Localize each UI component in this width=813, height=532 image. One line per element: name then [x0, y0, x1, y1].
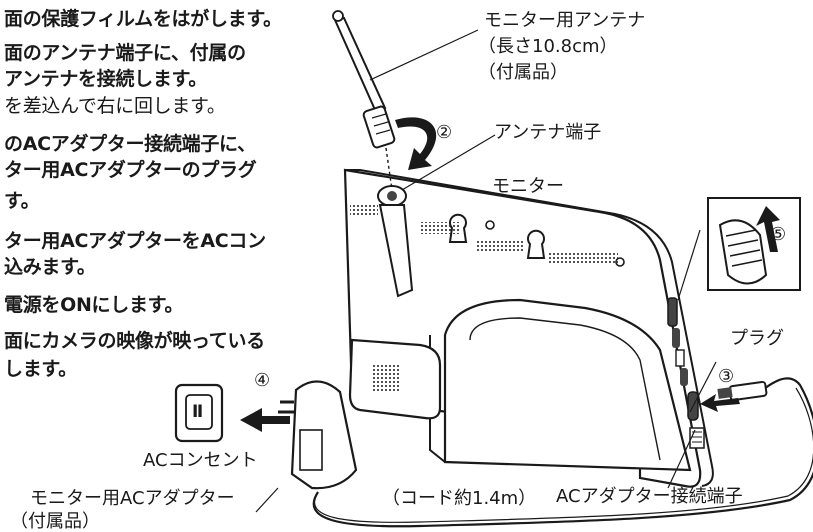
antenna-included-label: （付属品） [478, 62, 568, 83]
plug-label: プラグ [730, 328, 784, 349]
instruction-line-8: ター用ACアダプターをACコン [4, 230, 266, 252]
antenna-length-label: （長さ10.8cm） [478, 36, 618, 57]
adapter-terminal-label: ACアダプター接続端子 [556, 486, 743, 507]
instruction-line-11: 面にカメラの映像が映っている [4, 330, 265, 352]
instruction-line-2: 面のアンテナ端子に、付属の [4, 42, 246, 64]
instruction-line-1: 面の保護フィルムをはがします。 [4, 8, 282, 30]
instruction-line-12: します。 [4, 358, 77, 380]
instruction-line-9: 込みます。 [4, 256, 96, 278]
instruction-line-7: す。 [4, 190, 40, 212]
leader-lines [255, 29, 717, 513]
instruction-line-3: アンテナを接続します。 [4, 68, 208, 90]
curved-arrow-icon [395, 117, 437, 170]
adapter-included-label: （付属品） [10, 511, 100, 532]
instruction-line-4: を差込んで右に回します。 [4, 95, 226, 117]
switch-detail [707, 197, 801, 291]
ac-outlet-label: ACコンセント [143, 450, 258, 471]
instruction-line-10: 電源をONにします。 [4, 294, 184, 316]
antenna-terminal-label: アンテナ端子 [494, 122, 602, 143]
cord-length-label: （コード約1.4m） [382, 488, 537, 509]
ac-outlet [174, 383, 224, 443]
outlet-slots-mark: Ⅱ [192, 402, 204, 422]
monitor-label: モニター [492, 176, 564, 197]
instruction-line-5: のACアダプター接続端子に、 [4, 133, 256, 155]
speaker-box [348, 338, 442, 420]
antenna-name-label: モニター用アンテナ [484, 10, 646, 31]
step-3-marker: ③ [718, 366, 735, 387]
step-2-marker: ② [436, 122, 453, 143]
step-4-marker: ④ [254, 370, 271, 391]
dc-plug [717, 380, 768, 402]
side-ports [667, 297, 705, 449]
ac-adapter [278, 380, 358, 490]
adapter-cord [312, 377, 813, 528]
antenna [332, 10, 414, 298]
left-arrow-icon [700, 394, 740, 412]
step-5-marker: ⑤ [770, 224, 787, 245]
instruction-line-6: ター用ACアダプターのプラグ [4, 159, 257, 181]
adapter-name-label: モニター用ACアダプター [30, 488, 235, 509]
